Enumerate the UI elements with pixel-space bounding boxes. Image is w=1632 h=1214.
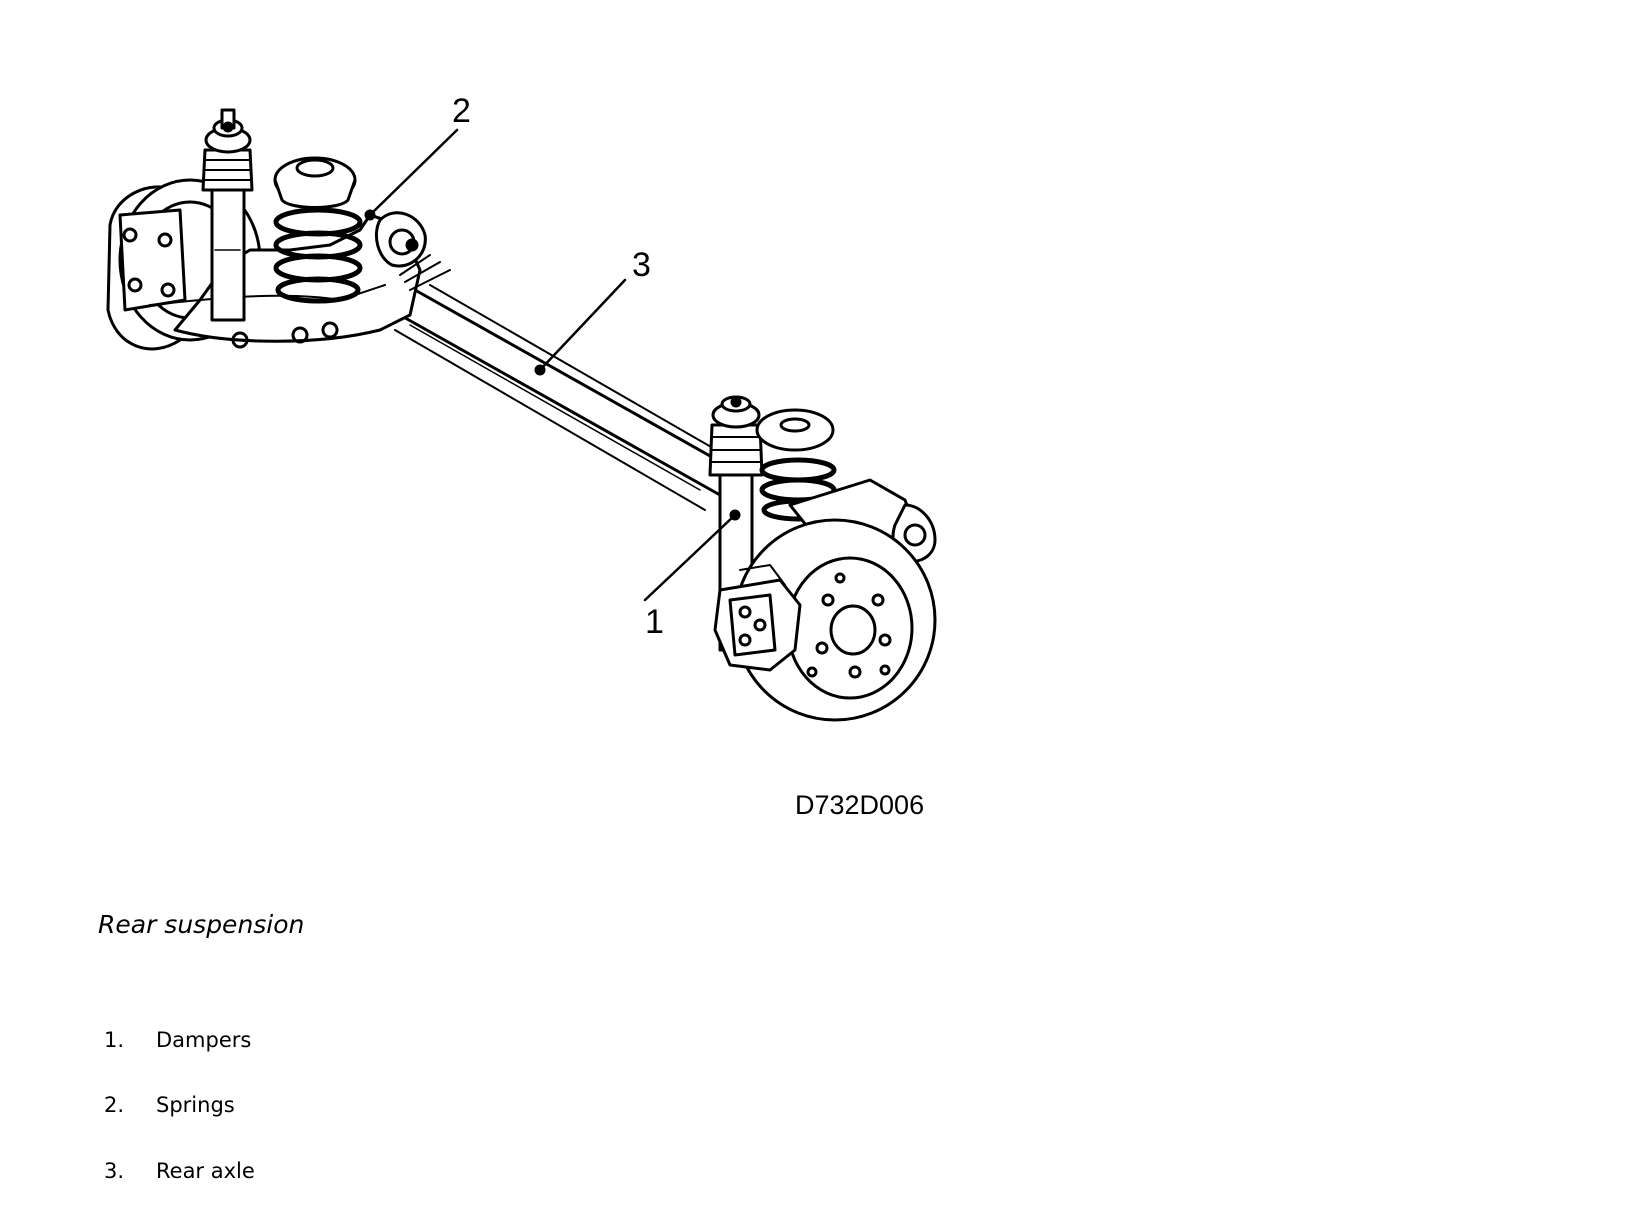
legend-number: 1.	[104, 1028, 125, 1052]
leader-line-3	[538, 278, 627, 372]
leader-lines	[368, 128, 737, 602]
legend-item: 1. Dampers	[104, 1028, 251, 1052]
legend-number: 2.	[104, 1093, 125, 1117]
left-spring	[273, 156, 363, 304]
rear-axle-beam	[394, 284, 737, 511]
legend-item: 2. Springs	[104, 1093, 235, 1117]
right-hub-assembly	[713, 478, 937, 722]
legend-label: Rear axle	[156, 1159, 255, 1183]
right-damper	[708, 395, 764, 652]
legend-item: 3. Rear axle	[104, 1159, 255, 1183]
callout-1: 1	[645, 603, 664, 641]
figure-code: D732D006	[795, 790, 925, 820]
leader-line-1	[643, 513, 737, 602]
legend-label: Dampers	[156, 1028, 252, 1052]
legend-label: Springs	[156, 1093, 235, 1117]
figure-caption: Rear suspension	[98, 910, 305, 939]
rear-suspension-illustration: 1 2 3	[106, 92, 937, 722]
left-damper	[201, 108, 254, 322]
legend-number: 3.	[104, 1159, 125, 1183]
leader-line-2	[368, 128, 459, 217]
callout-3: 3	[632, 246, 651, 284]
callout-2: 2	[452, 92, 471, 130]
right-spring	[755, 408, 837, 522]
